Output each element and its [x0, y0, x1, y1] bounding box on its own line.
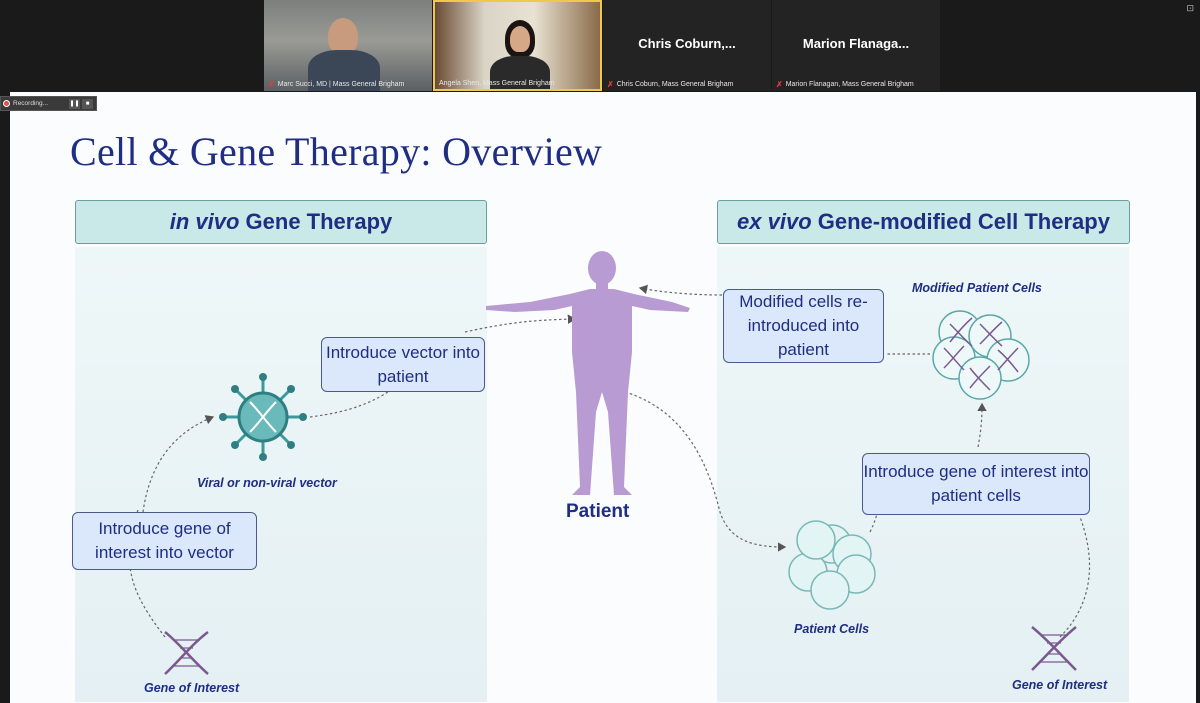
participant-face: [510, 26, 530, 52]
in-vivo-panel: [75, 247, 487, 702]
arrow-gene-to-step-right: [1059, 516, 1091, 638]
participant-display-name: Marion Flanaga...: [802, 36, 910, 51]
gene-of-interest-right-label: Gene of Interest: [1012, 678, 1108, 692]
participant-tile-angela[interactable]: Angela Shen, Mass General Brigham: [433, 0, 602, 91]
participant-tile-chris[interactable]: Chris Coburn,... ✗Chris Coburn, Mass Gen…: [603, 0, 771, 91]
slide-title: Cell & Gene Therapy: Overview: [70, 129, 603, 174]
mic-muted-icon: ✗: [776, 80, 783, 89]
participant-body: [490, 56, 550, 89]
pause-recording-button[interactable]: ❚❚: [69, 98, 80, 109]
participant-strip: ✗Marc Succi, MD | Mass General Brigham A…: [0, 0, 1200, 92]
dna-left-icon: [164, 631, 209, 675]
arrow-step-to-vector: [142, 415, 215, 513]
stop-recording-button[interactable]: ■: [82, 98, 93, 109]
gene-of-interest-left-label: Gene of Interest: [144, 681, 240, 695]
mic-muted-icon: ✗: [607, 80, 614, 89]
participant-name: ✗Marion Flanagan, Mass General Brigham: [776, 80, 914, 89]
gallery-view-icon[interactable]: ⊡: [1186, 3, 1194, 13]
step-introduce-vector-into-patient: Introduce vector into patient: [321, 337, 485, 392]
mic-muted-icon: ✗: [268, 80, 275, 89]
participant-name: ✗Marc Succi, MD | Mass General Brigham: [268, 80, 405, 89]
arrow-vector-to-step: [309, 386, 396, 418]
arrow-step-to-patient-right: [638, 284, 723, 296]
step-introduce-gene-into-vector: Introduce gene of interest into vector: [72, 512, 257, 570]
participant-tile-marc[interactable]: ✗Marc Succi, MD | Mass General Brigham: [264, 0, 432, 91]
dna-right-icon: [1031, 626, 1077, 671]
patient-cells-icon: [788, 520, 876, 610]
participant-face: [328, 18, 358, 54]
vector-label: Viral or non-viral vector: [197, 476, 337, 490]
modified-patient-cells-label: Modified Patient Cells: [912, 281, 1042, 295]
in-vivo-header: in vivo Gene Therapy: [75, 200, 487, 244]
participant-display-name: Chris Coburn,...: [638, 36, 736, 51]
recording-indicator: Recording... ❚❚ ■: [0, 96, 97, 111]
recording-dot-icon: [3, 100, 10, 107]
step-introduce-gene-into-cells: Introduce gene of interest into patient …: [862, 453, 1090, 515]
arrow-step-to-modified: [977, 402, 987, 448]
virus-vector-icon: [219, 373, 307, 461]
participant-body: [308, 50, 380, 91]
step-modified-cells-reintroduced: Modified cells re-introduced into patien…: [723, 289, 884, 363]
arrow-patient-to-cells: [624, 391, 787, 552]
patient-cells-label: Patient Cells: [794, 622, 870, 636]
arrow-step-to-patient: [464, 314, 577, 333]
recording-label: Recording...: [13, 100, 49, 107]
diagram-artwork: [128, 251, 1091, 675]
participant-tile-marion[interactable]: Marion Flanaga... ✗Marion Flanagan, Mass…: [772, 0, 940, 91]
shared-slide: Cell & Gene Therapy: Overview in vivo Ge…: [10, 92, 1196, 703]
patient-figure-icon: [486, 251, 690, 495]
modified-cells-icon: [932, 310, 1030, 400]
participant-name: ✗Chris Coburn, Mass General Brigham: [607, 80, 734, 89]
participant-name: Angela Shen, Mass General Brigham: [439, 80, 555, 87]
ex-vivo-header: ex vivo Gene-modified Cell Therapy: [717, 200, 1130, 244]
patient-label: Patient: [566, 501, 630, 522]
